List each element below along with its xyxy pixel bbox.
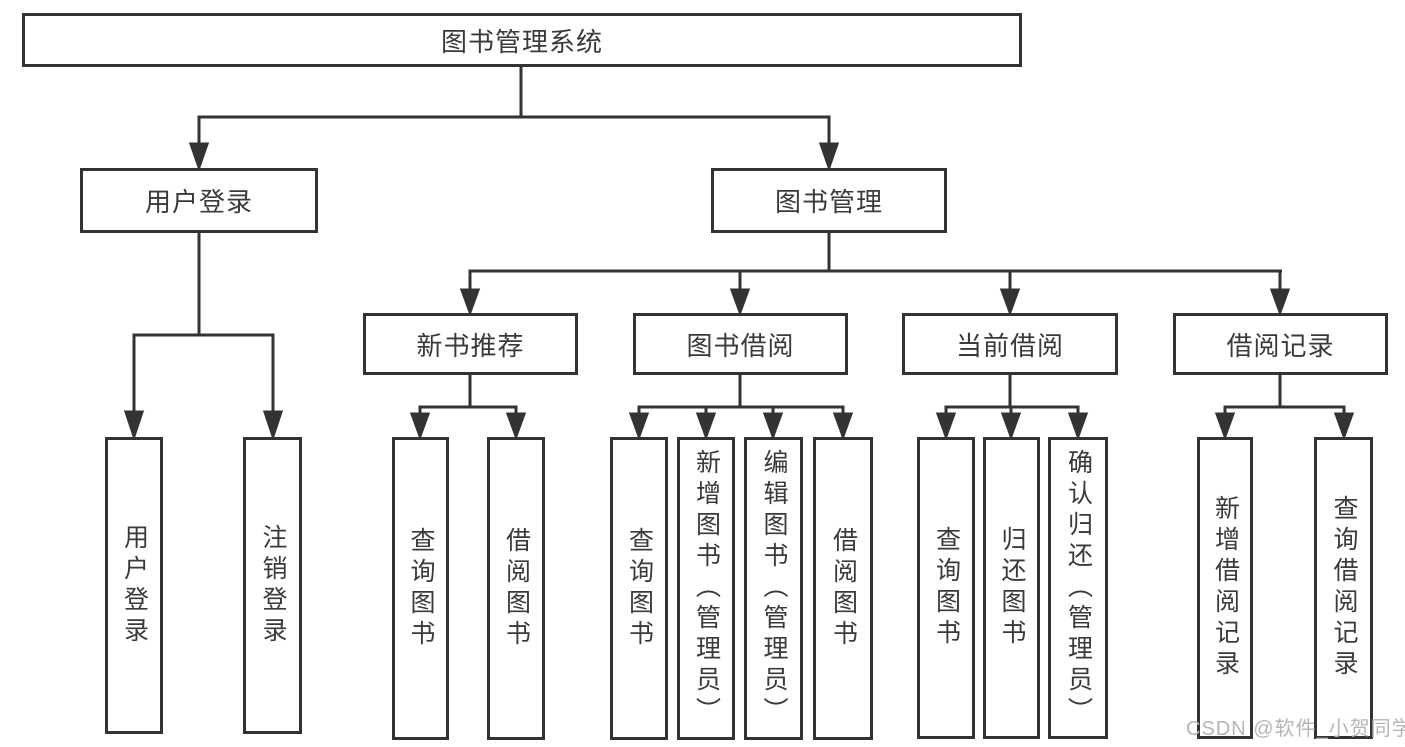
leaf-logout: 注销登录 [243, 437, 302, 734]
connector-login-subtree [123, 233, 284, 441]
leaf-query-books-recommend-label: 查询图书 [407, 526, 435, 651]
node-borrow-records: 借阅记录 [1173, 313, 1388, 375]
leaf-query-books-current-label: 查询图书 [932, 526, 961, 650]
leaf-edit-book-admin: 编辑图书（管理员） [744, 437, 803, 740]
connector-borrow-leaves [628, 375, 854, 441]
leaf-borrow-books-borrowing-label: 借阅图书 [829, 526, 858, 651]
node-library-system: 图书管理系统 [22, 13, 1022, 67]
leaf-user-login: 用户登录 [105, 437, 163, 734]
leaf-return-books-label: 归还图书 [998, 526, 1026, 650]
csdn-watermark: CSDN @软件_小贺同学 [1186, 718, 1405, 740]
leaf-borrow-books-borrowing: 借阅图书 [813, 437, 873, 740]
node-user-login: 用户登录 [80, 168, 318, 233]
leaf-add-borrow-record: 新增借阅记录 [1197, 437, 1253, 739]
leaf-user-login-label: 用户登录 [120, 523, 149, 648]
leaf-query-books-recommend: 查询图书 [392, 437, 449, 740]
node-new-book-recommend: 新书推荐 [363, 313, 578, 375]
leaf-logout-label: 注销登录 [259, 523, 287, 648]
leaf-edit-book-admin-label: 编辑图书（管理员） [760, 449, 788, 728]
connector-management-to-level3 [459, 233, 1291, 317]
connector-newbook-leaves [409, 375, 527, 441]
node-current-borrowing-label: 当前借阅 [955, 330, 1064, 361]
leaf-add-book-admin-label: 新增图书（管理员） [692, 449, 721, 728]
leaf-confirm-return-admin-label: 确认归还（管理员） [1064, 448, 1093, 728]
node-book-borrowing: 图书借阅 [633, 313, 848, 375]
node-borrow-records-label: 借阅记录 [1226, 330, 1335, 361]
node-library-system-label: 图书管理系统 [440, 26, 603, 57]
leaf-borrow-books-recommend: 借阅图书 [487, 437, 545, 740]
node-book-management-label: 图书管理 [774, 187, 883, 217]
node-book-borrowing-label: 图书借阅 [686, 330, 795, 361]
node-current-borrowing: 当前借阅 [902, 313, 1118, 375]
leaf-query-books-current: 查询图书 [917, 437, 975, 739]
leaf-return-books: 归还图书 [983, 437, 1040, 739]
connector-records-leaves [1214, 375, 1355, 441]
leaf-query-borrow-record-label: 查询借阅记录 [1330, 495, 1358, 681]
leaf-query-books-borrowing-label: 查询图书 [625, 526, 654, 651]
leaf-add-borrow-record-label: 新增借阅记录 [1211, 495, 1240, 681]
leaf-borrow-books-recommend-label: 借阅图书 [502, 526, 531, 651]
node-user-login-label: 用户登录 [144, 187, 253, 217]
leaf-query-books-borrowing: 查询图书 [610, 437, 668, 740]
node-new-book-recommend-label: 新书推荐 [416, 330, 525, 361]
leaf-add-book-admin: 新增图书（管理员） [677, 437, 735, 740]
node-book-management: 图书管理 [711, 168, 947, 233]
leaf-confirm-return-admin: 确认归还（管理员） [1048, 437, 1108, 739]
leaf-query-borrow-record: 查询借阅记录 [1314, 437, 1373, 739]
connector-current-leaves [935, 375, 1089, 441]
connector-root-to-level2 [188, 67, 840, 172]
